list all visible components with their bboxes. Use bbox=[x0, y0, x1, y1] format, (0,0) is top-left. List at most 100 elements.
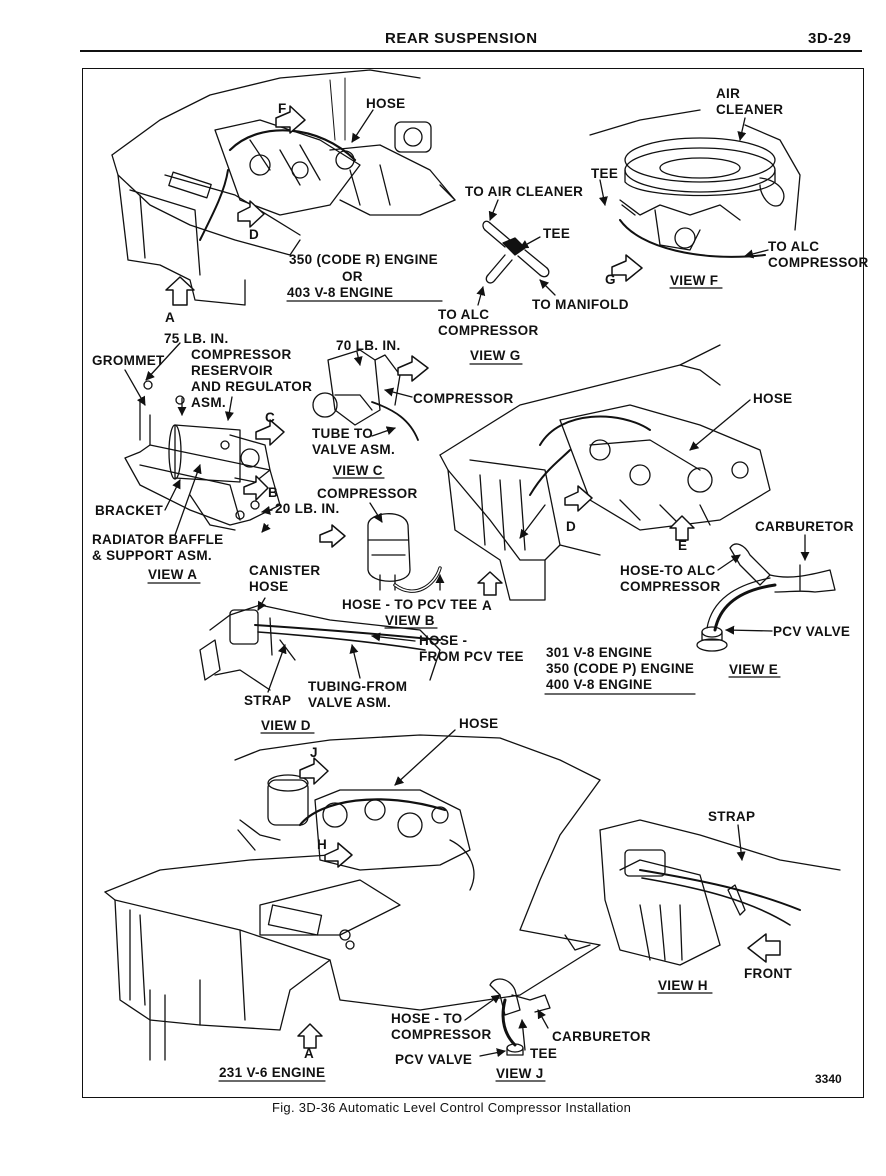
air-cleaner-drawing bbox=[589, 109, 801, 258]
label-torque-75: 75 LB. IN. bbox=[164, 331, 229, 346]
label-canister-hose: CANISTER HOSE bbox=[249, 563, 321, 594]
label-a-marker-mid: A bbox=[482, 598, 493, 613]
label-hose-to-pcv-tee: HOSE - TO PCV TEE bbox=[342, 597, 478, 612]
label-j-marker: J bbox=[310, 745, 318, 760]
view-f-arrow bbox=[275, 105, 306, 134]
leader-d-e bbox=[519, 504, 546, 539]
leader-hose-top bbox=[351, 109, 374, 143]
label-view-b: VIEW B bbox=[385, 613, 435, 628]
label-engines-e: 301 V-8 ENGINE 350 (CODE P) ENGINE 400 V… bbox=[546, 645, 695, 692]
view-h-arrow bbox=[324, 842, 353, 868]
label-hose-top: HOSE bbox=[366, 96, 406, 111]
label-air-cleaner: AIR CLEANER bbox=[716, 86, 784, 117]
label-to-air-cleaner: TO AIR CLEANER bbox=[465, 184, 584, 199]
leader-tubing-from-valve bbox=[349, 644, 361, 679]
label-to-alc-compressor-g: TO ALC COMPRESSOR bbox=[438, 307, 539, 338]
label-to-alc-compressor-f: TO ALC COMPRESSOR bbox=[768, 239, 869, 270]
view-b-arrow bbox=[243, 475, 269, 501]
compressor-reservoir-drawing bbox=[124, 380, 281, 531]
label-view-c: VIEW C bbox=[333, 463, 383, 478]
leader-torque-70 bbox=[353, 351, 363, 366]
leader-hose-e bbox=[689, 399, 751, 451]
label-view-f: VIEW F bbox=[670, 273, 719, 288]
label-engine-403: 403 V-8 ENGINE bbox=[287, 285, 394, 300]
label-carburetor-e: CARBURETOR bbox=[755, 519, 854, 534]
leader-air-cleaner bbox=[737, 117, 747, 141]
label-view-g: VIEW G bbox=[470, 348, 521, 363]
label-d-marker-e: D bbox=[566, 519, 577, 534]
view-a-arrow-top bbox=[165, 276, 195, 306]
label-tee-j: TEE bbox=[530, 1046, 558, 1061]
label-tube-to-valve: TUBE TO VALVE ASM. bbox=[312, 426, 396, 457]
header-rule bbox=[80, 50, 862, 52]
label-compressor-b: COMPRESSOR bbox=[317, 486, 418, 501]
engine-231-drawing bbox=[104, 734, 601, 1061]
view-j-arrow bbox=[299, 757, 329, 785]
label-front: FRONT bbox=[744, 966, 792, 981]
label-view-e: VIEW E bbox=[729, 662, 779, 677]
view-g-arrow bbox=[611, 254, 643, 282]
leader-tube-valve bbox=[371, 426, 396, 437]
label-hose-to-alc: HOSE-TO ALC COMPRESSOR bbox=[620, 563, 721, 594]
label-torque-70: 70 LB. IN. bbox=[336, 338, 401, 353]
leader-tee-j bbox=[518, 1019, 528, 1051]
engine-350r-drawing bbox=[111, 69, 456, 306]
leader-torque-75 bbox=[145, 342, 181, 381]
label-carburetor-j: CARBURETOR bbox=[552, 1029, 651, 1044]
strap-h-drawing bbox=[564, 819, 841, 966]
leader-tee-g bbox=[519, 236, 541, 249]
label-torque-20: 20 LB. IN. bbox=[275, 501, 340, 516]
figure-number: 3340 bbox=[815, 1072, 842, 1086]
label-hose-j: HOSE bbox=[459, 716, 499, 731]
leader-to-manifold bbox=[539, 279, 556, 296]
section-title: REAR SUSPENSION bbox=[385, 30, 538, 47]
label-hose-e: HOSE bbox=[753, 391, 793, 406]
label-view-a: VIEW A bbox=[148, 567, 198, 582]
compressor-b-drawing bbox=[319, 513, 442, 593]
page-number: 3D-29 bbox=[808, 30, 852, 47]
label-strap-h: STRAP bbox=[708, 809, 756, 824]
leader-hose-to-alc bbox=[717, 554, 741, 571]
leader-strap-d bbox=[267, 644, 287, 693]
label-engine-231: 231 V-6 ENGINE bbox=[219, 1065, 326, 1080]
leader-to-alc-f bbox=[744, 249, 769, 259]
leader-carburetor-j bbox=[537, 1009, 549, 1029]
label-to-manifold: TO MANIFOLD bbox=[532, 297, 629, 312]
label-engine-350r: 350 (CODE R) ENGINE bbox=[289, 252, 438, 267]
pcv-j-drawing bbox=[489, 978, 551, 1056]
label-b-marker: B bbox=[268, 485, 279, 500]
label-tee-g: TEE bbox=[543, 226, 571, 241]
label-a-marker-bottom: A bbox=[304, 1046, 315, 1061]
leader-grommet bbox=[124, 369, 146, 406]
view-c-arrow bbox=[255, 419, 285, 446]
label-pcv-valve-j: PCV VALVE bbox=[395, 1052, 473, 1067]
leader-radiator-baffle bbox=[174, 464, 202, 536]
leader-tee-f bbox=[598, 179, 608, 206]
leader-torque-20 bbox=[261, 505, 273, 515]
leader-to-air-cleaner bbox=[488, 199, 499, 221]
label-compressor-c: COMPRESSOR bbox=[413, 391, 514, 406]
leader-hose-from-pcv bbox=[371, 632, 416, 642]
canister-drawing bbox=[199, 604, 441, 691]
leader-bolt bbox=[261, 522, 271, 533]
label-hose-to-compressor: HOSE - TO COMPRESSOR bbox=[391, 1011, 492, 1042]
leader-compressor-c bbox=[384, 387, 413, 398]
leader-to-alc-g bbox=[476, 286, 486, 306]
label-pcv-valve-e: PCV VALVE bbox=[773, 624, 851, 639]
leader-canister-hose bbox=[257, 597, 267, 611]
view-d-arrow-top bbox=[237, 200, 265, 228]
front-arrow bbox=[747, 933, 781, 963]
pcv-valve-drawing bbox=[696, 543, 836, 652]
engine-301-drawing bbox=[439, 344, 771, 601]
label-hose-from-pcv-tee: HOSE - FROM PCV TEE bbox=[419, 633, 524, 664]
view-d-arrow-e bbox=[564, 485, 593, 512]
label-view-h: VIEW H bbox=[658, 978, 708, 993]
label-view-d: VIEW D bbox=[261, 718, 311, 733]
leader-strap-h bbox=[736, 824, 746, 861]
leader-reservoir bbox=[224, 396, 234, 421]
leader-hose-j bbox=[394, 729, 456, 786]
view-e-arrow bbox=[669, 515, 695, 541]
label-g-marker: G bbox=[605, 272, 616, 287]
leader-pcv-valve-j bbox=[479, 1048, 506, 1058]
